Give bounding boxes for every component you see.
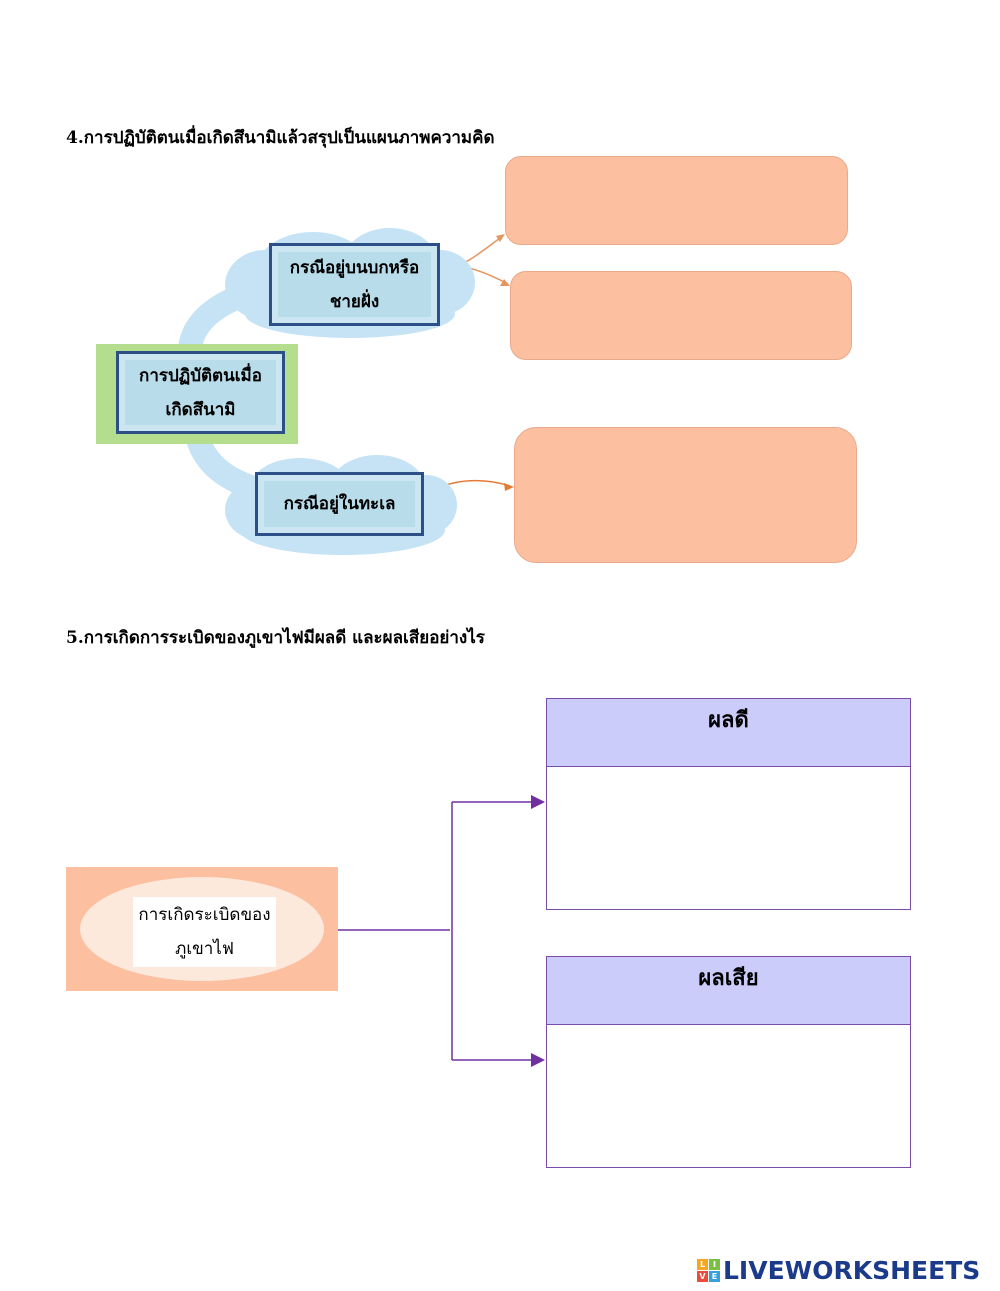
logo-icon: L I V E xyxy=(697,1259,720,1282)
arrowhead-good xyxy=(531,795,545,809)
answer-box-land-2[interactable] xyxy=(510,271,852,360)
bad-effects-answer[interactable] xyxy=(547,1025,910,1166)
arrowhead-1 xyxy=(496,234,505,242)
answer-box-sea[interactable] xyxy=(514,427,857,563)
arrowhead-2 xyxy=(500,279,510,286)
center-node-line1: การปฏิบัติตนเมื่อ xyxy=(139,365,262,386)
bad-effects-header: ผลเสีย xyxy=(547,957,910,1025)
arrowhead-bad xyxy=(531,1053,545,1067)
center-node: การปฏิบัติตนเมื่อ เกิดสึนามิ xyxy=(116,351,285,434)
source-label-box: การเกิดระเบิดของ ภูเขาไฟ xyxy=(133,897,276,967)
source-line2: ภูเขาไฟ xyxy=(175,939,234,959)
logo-letter-e: E xyxy=(709,1271,720,1282)
top-node: กรณีอยู่บนบกหรือ ชายฝั่ง xyxy=(269,243,440,326)
arrowhead-3 xyxy=(504,483,514,491)
good-effects-header: ผลดี xyxy=(547,699,910,767)
good-effects-box: ผลดี xyxy=(546,698,911,910)
top-node-line1: กรณีอยู่บนบกหรือ xyxy=(289,257,420,278)
logo-letter-i: I xyxy=(709,1259,720,1270)
center-node-line2: เกิดสึนามิ xyxy=(165,399,236,420)
logo-letter-v: V xyxy=(697,1271,708,1282)
q4-title: 4.การปฏิบัติตนเมื่อเกิดสึนามิแล้วสรุปเป็… xyxy=(66,128,495,148)
top-node-line2: ชายฝั่ง xyxy=(329,291,380,312)
liveworksheets-logo: L I V E LIVEWORKSHEETS xyxy=(697,1256,980,1285)
source-node: การเกิดระเบิดของ ภูเขาไฟ xyxy=(66,867,338,991)
logo-letter-l: L xyxy=(697,1259,708,1270)
bottom-node-label: กรณีอยู่ในทะเล xyxy=(283,494,396,514)
q5-title: 5.การเกิดการระเบิดของภูเขาไฟมีผลดี และผล… xyxy=(66,628,485,648)
q5-connectors xyxy=(338,795,545,1067)
logo-text: LIVEWORKSHEETS xyxy=(723,1256,981,1285)
bottom-node: กรณีอยู่ในทะเล xyxy=(255,472,424,536)
source-line1: การเกิดระเบิดของ xyxy=(138,905,271,925)
good-effects-answer[interactable] xyxy=(547,767,910,908)
answer-box-land-1[interactable] xyxy=(505,156,848,245)
bad-effects-box: ผลเสีย xyxy=(546,956,911,1168)
